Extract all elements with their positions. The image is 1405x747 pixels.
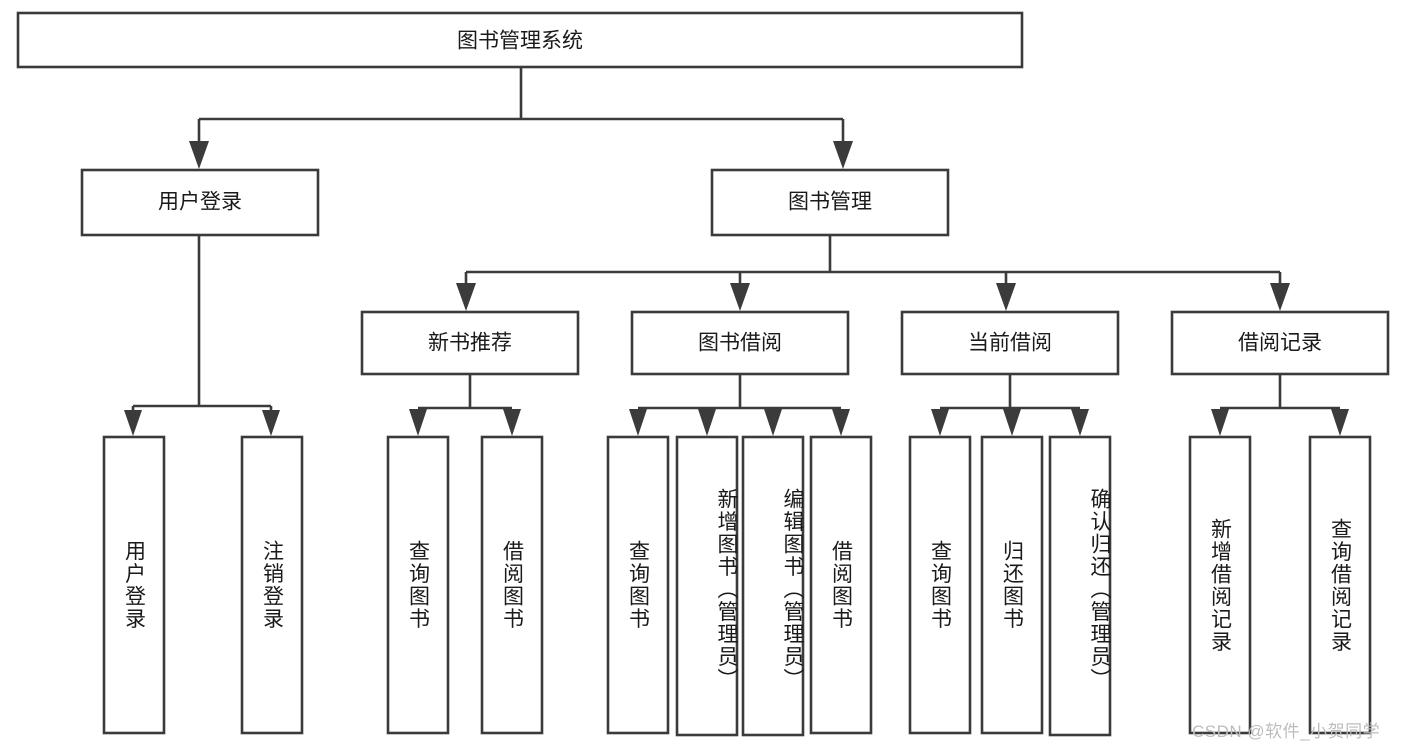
node-leaf-add-borrow-record-label: 新增借阅记录 [1208, 517, 1232, 653]
node-user-login-label: 用户登录 [158, 191, 242, 214]
node-current-borrow-label: 当前借阅 [968, 332, 1052, 355]
arrow-head-leaf-query-book-recommend [409, 409, 427, 436]
arrow-head-leaf-add-book-admin [698, 409, 716, 436]
node-borrow-record-box[interactable] [1170, 310, 1390, 376]
arrow-head-leaf-confirm-return-admin [1071, 409, 1089, 436]
node-borrow-record[interactable]: 借阅记录 [1170, 310, 1390, 376]
node-leaf-edit-book-admin-label: 编辑图书（管理员） [781, 488, 804, 691]
arrow-head-leaf-query-borrow-record [1331, 409, 1349, 436]
node-leaf-return-book-label: 归还图书 [1000, 540, 1024, 630]
node-leaf-borrow-book-recommend-box[interactable] [480, 435, 544, 735]
node-leaf-query-book-borrow-label: 查询图书 [626, 540, 650, 630]
node-user-login-box[interactable] [80, 168, 320, 237]
node-book-borrow-box[interactable] [630, 310, 850, 376]
arrow-head-borrow-record [1270, 283, 1290, 311]
arrow-head-leaf-user-login [124, 410, 142, 436]
node-root-box[interactable] [16, 11, 1024, 69]
arrow-head-leaf-user-logout [262, 410, 280, 436]
node-leaf-query-borrow-record-box[interactable] [1308, 435, 1372, 735]
node-leaf-query-book-current-label: 查询图书 [928, 540, 952, 630]
node-book-management-box[interactable] [710, 168, 950, 237]
node-leaf-user-logout-label: 注销登录 [260, 540, 284, 630]
node-leaf-user-logout-box[interactable] [240, 435, 304, 735]
arrow-head-current-borrow [996, 283, 1016, 311]
connector-layer [124, 67, 1349, 436]
node-leaf-return-book-box[interactable] [980, 435, 1044, 735]
node-book-management-label: 图书管理 [788, 191, 872, 214]
node-user-login[interactable]: 用户登录 [80, 168, 320, 237]
node-leaf-query-book-borrow-box[interactable] [606, 435, 670, 735]
node-new-book-recommend-label: 新书推荐 [428, 332, 512, 355]
node-leaf-edit-book-admin-box[interactable] [741, 435, 805, 737]
node-book-borrow-label: 图书借阅 [698, 332, 782, 355]
node-book-borrow[interactable]: 图书借阅 [630, 310, 850, 376]
node-borrow-record-label: 借阅记录 [1238, 332, 1322, 355]
node-leaf-query-borrow-record-label: 查询借阅记录 [1328, 517, 1352, 653]
node-current-borrow-box[interactable] [900, 310, 1120, 376]
arrow-head-leaf-query-book-current [931, 409, 949, 436]
arrow-head-book-borrow [730, 283, 750, 311]
node-leaf-add-book-admin-box[interactable] [675, 435, 739, 737]
arrow-head-leaf-query-book-borrow [629, 409, 647, 436]
node-leaf-user-login-box[interactable] [102, 435, 166, 735]
arrow-head-leaf-add-borrow-record [1211, 409, 1229, 436]
node-leaf-add-book-admin-label: 新增图书（管理员） [715, 488, 738, 691]
node-leaf-add-borrow-record-box[interactable] [1188, 435, 1252, 735]
arrow-head-leaf-borrow-book-recommend [503, 409, 521, 436]
arrow-head-user-login [189, 141, 209, 169]
node-leaf-confirm-return-admin-label: 确认归还（管理员） [1088, 488, 1111, 691]
arrow-head-book-management [833, 141, 853, 169]
arrow-head-leaf-borrow-book-borrow [832, 409, 850, 436]
arrow-head-new-book-recommend [456, 283, 476, 311]
arrow-head-leaf-edit-book-admin [764, 409, 782, 436]
node-book-management[interactable]: 图书管理 [710, 168, 950, 237]
node-new-book-recommend[interactable]: 新书推荐 [360, 310, 580, 376]
node-leaf-user-login-label: 用户登录 [122, 540, 146, 630]
csdn-watermark: CSDN @软件_小贺同学 [1192, 722, 1381, 741]
node-leaf-borrow-book-borrow-box[interactable] [809, 435, 873, 735]
node-leaf-query-book-current-box[interactable] [908, 435, 972, 735]
node-new-book-recommend-box[interactable] [360, 310, 580, 376]
node-root[interactable]: 图书管理系统 [16, 11, 1024, 69]
leaf-box-layer [102, 435, 1372, 737]
arrow-head-leaf-return-book [1003, 409, 1021, 436]
node-leaf-borrow-book-recommend-label: 借阅图书 [500, 540, 524, 630]
node-leaf-confirm-return-admin-box[interactable] [1048, 435, 1112, 737]
node-leaf-borrow-book-borrow-label: 借阅图书 [829, 540, 853, 630]
node-root-label: 图书管理系统 [457, 30, 583, 53]
node-leaf-query-book-recommend-label: 查询图书 [406, 540, 430, 630]
node-leaf-query-book-recommend-box[interactable] [386, 435, 450, 735]
node-current-borrow[interactable]: 当前借阅 [900, 310, 1120, 376]
